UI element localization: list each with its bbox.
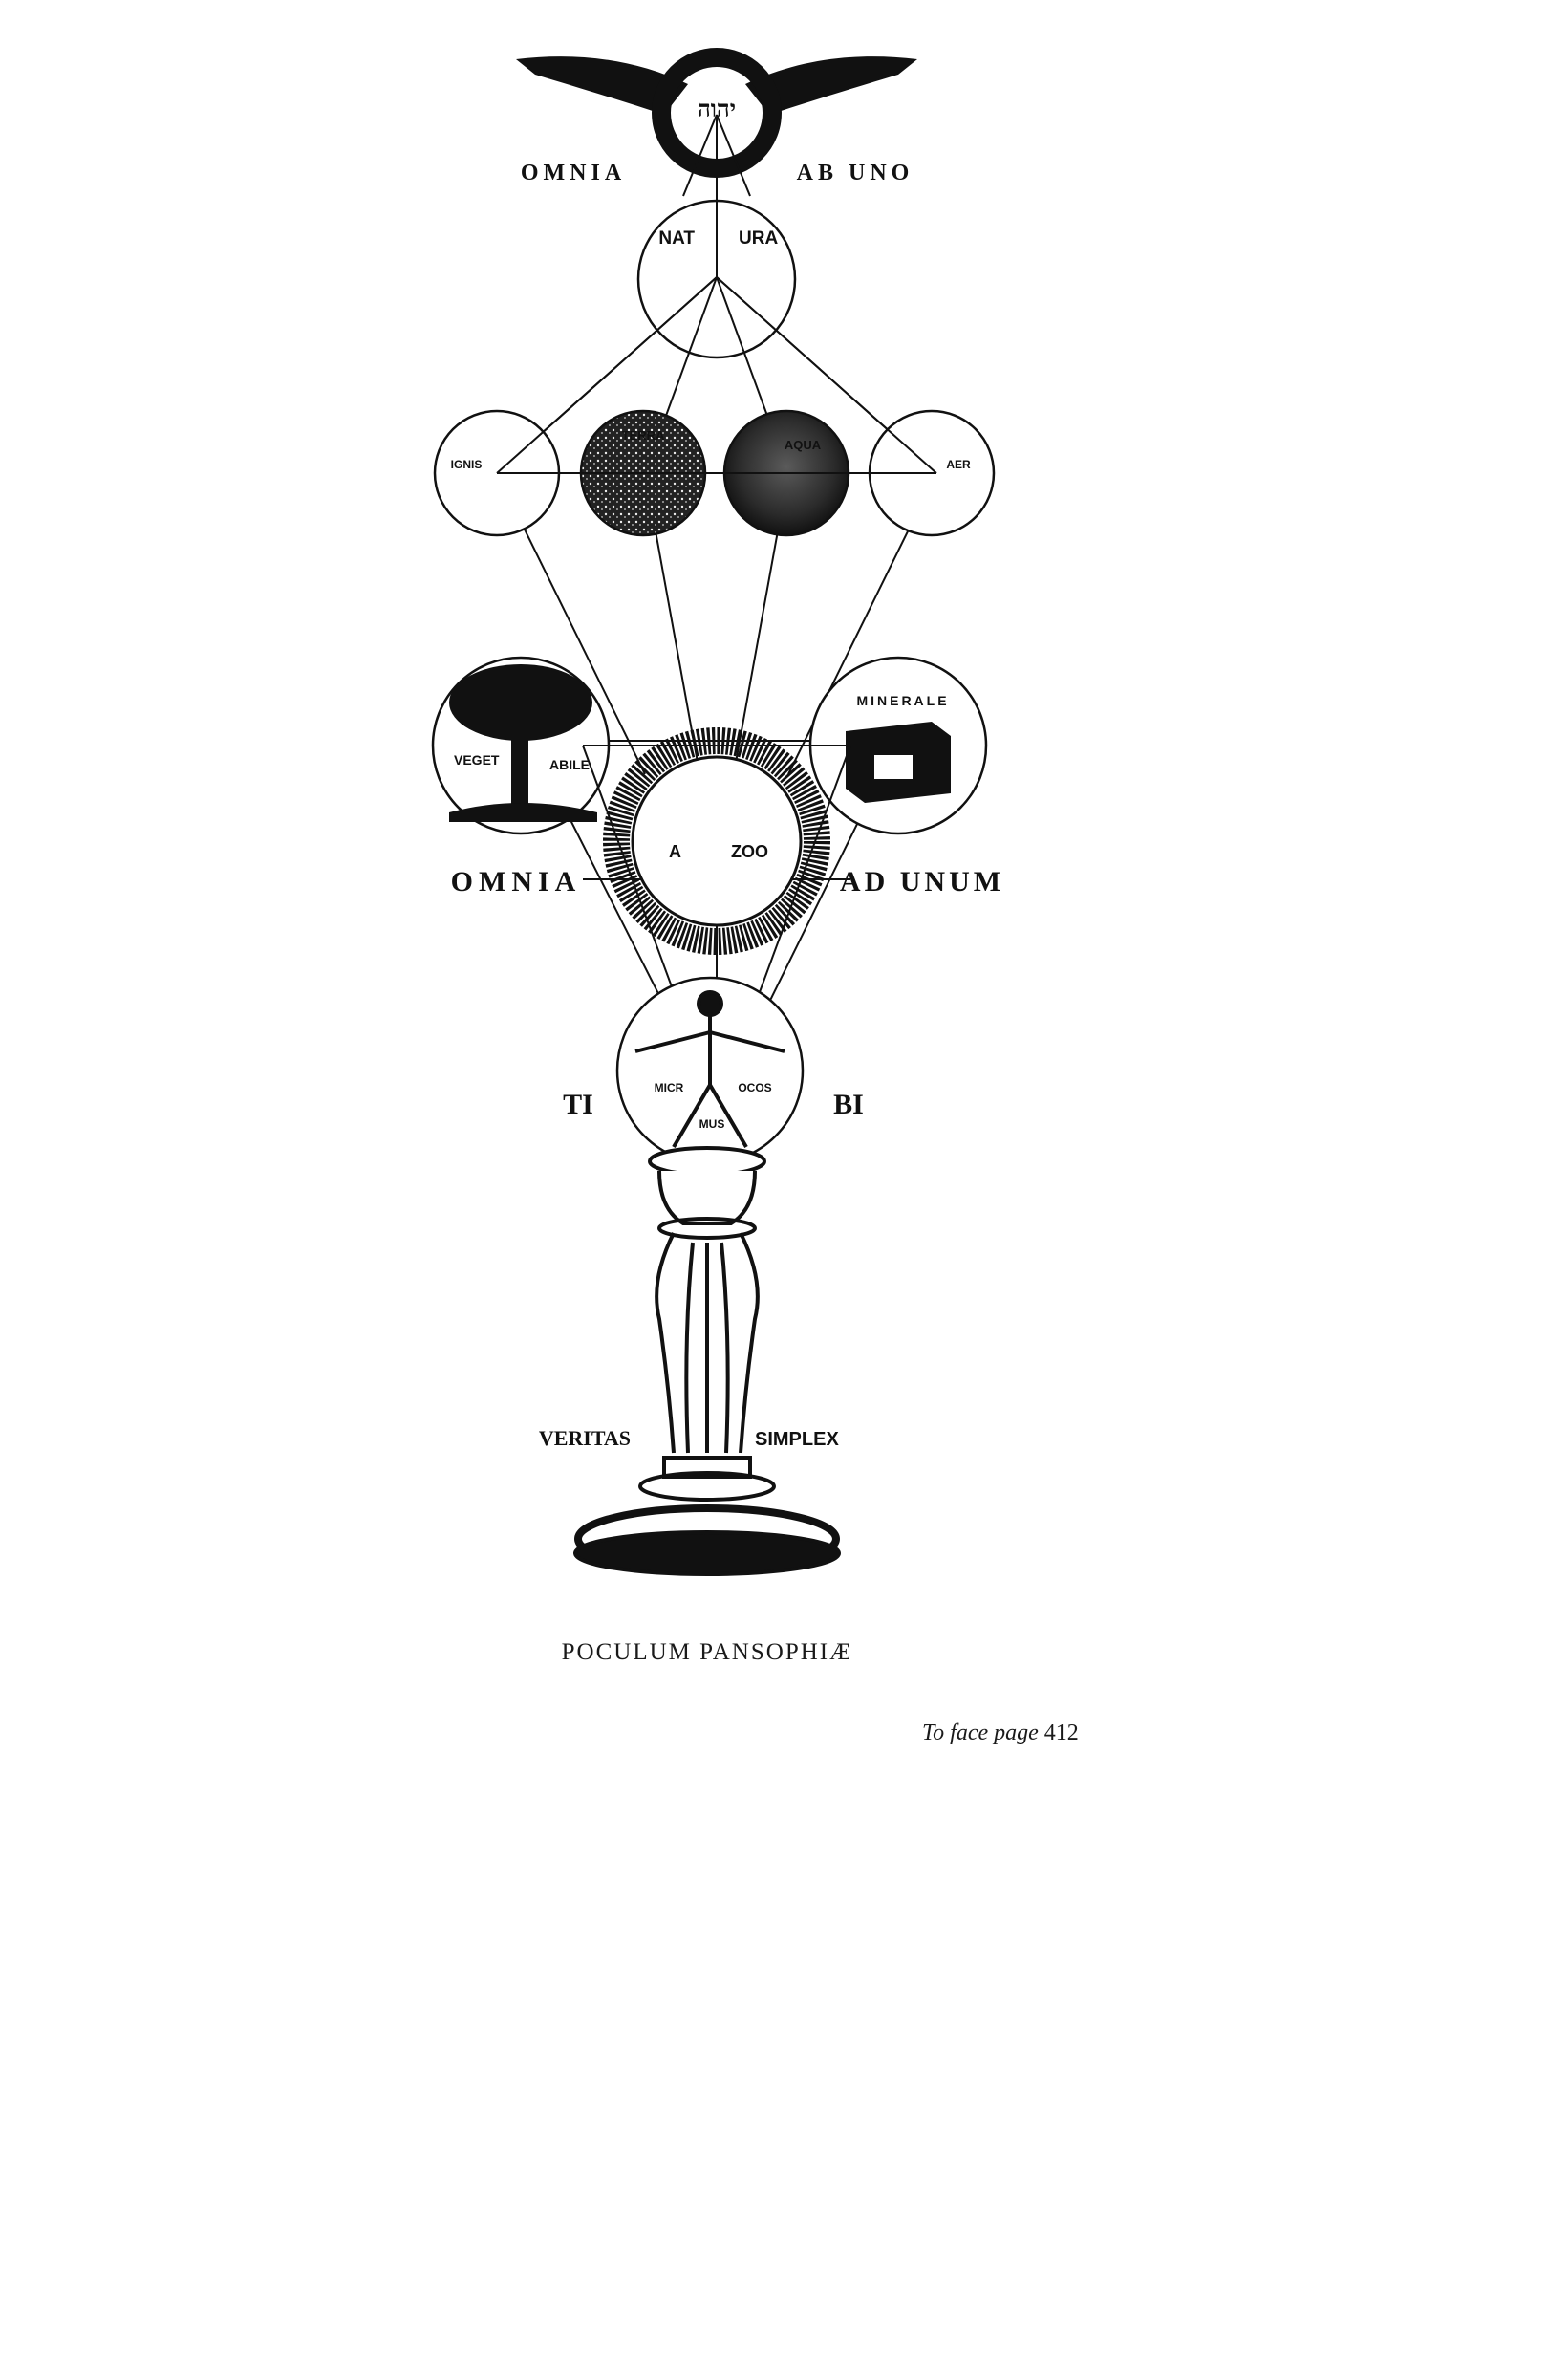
minerale-label: MINERALE [856,693,949,708]
motto-mid-left: OMNIA [451,866,582,898]
vitruvian-man-icon [634,990,785,1149]
micro-bottom-label: MUS [699,1117,725,1131]
mineral-block-icon [846,722,951,803]
tibi-right: BI [833,1089,864,1120]
natura-right-label: URA [739,228,778,249]
aqua-label: AQUA [785,438,822,452]
face-page-prefix: To face page [922,1720,1039,1745]
vegetabile-circle: VEGET ABILE [431,656,611,835]
stem-left-label: VERITAS [539,1426,631,1450]
microcosmos-globe: MICR OCOS MUS [615,976,805,1165]
ignis-label: IGNIS [451,458,483,471]
motto-top-right: AB UNO [797,161,914,185]
face-page-note: To face page 412 [922,1720,1079,1746]
motto-top-left: OMNIA [521,161,626,185]
motto-mid-right: AD UNUM [840,866,1004,898]
minerale-circle: MINERALE [808,656,988,835]
natura-left-label: NAT [658,228,695,249]
goblet [573,1146,841,1576]
vegetabile-left-label: VEGET [454,752,500,768]
aer-label: AER [946,458,971,471]
animal-left-label: A [669,842,681,861]
stem-right-label: SIMPLEX [755,1429,839,1450]
animal-ring: A ZOO [603,727,830,955]
connecting-lines [496,114,937,1110]
natura-circle: NAT URA [636,199,797,359]
tree-icon [449,664,597,822]
micro-right-label: OCOS [738,1081,771,1094]
tibi-left: TI [563,1089,593,1120]
plate-caption: POCULUM PANSOPHIÆ [561,1639,853,1665]
animal-right-label: ZOO [731,842,768,861]
terra-label: TERRA [622,428,665,443]
face-page-number: 412 [1043,1720,1079,1745]
wings [516,56,917,115]
micro-left-label: MICR [655,1081,684,1094]
vegetabile-right-label: ABILE [549,757,590,772]
